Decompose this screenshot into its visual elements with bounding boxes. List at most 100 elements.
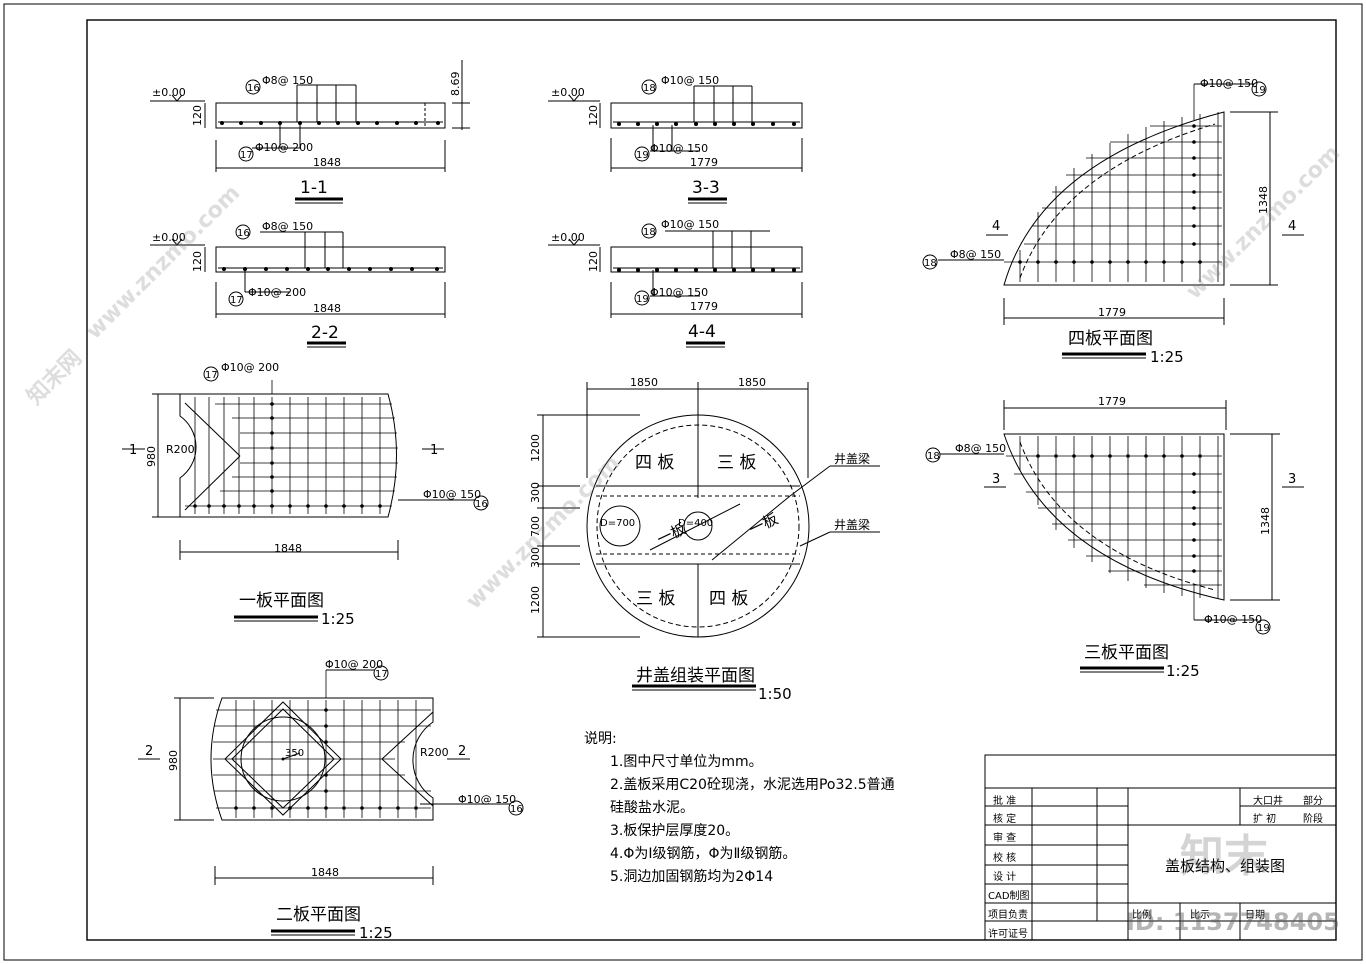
plan-4-outline xyxy=(1003,111,1225,286)
plan-4-scale: 1:25 xyxy=(1150,348,1184,366)
notes-heading: 说明: xyxy=(584,731,617,747)
plan-3-mark-l: 3 xyxy=(992,472,1000,487)
s11-bar-bot: Φ10@ 200 xyxy=(255,141,313,154)
s33-bar-bot: Φ10@ 150 xyxy=(650,142,708,155)
s33-h: 120 xyxy=(587,105,600,126)
s44-h: 120 xyxy=(587,251,600,272)
note-4: 4.Φ为Ⅰ级钢筋，Φ为Ⅱ级钢筋。 xyxy=(610,846,797,862)
plan-1-scale: 1:25 xyxy=(321,610,355,628)
plan-3-h: 1348 xyxy=(1259,507,1272,535)
assembly-label-q3b: 三 板 xyxy=(636,589,675,609)
plan-3-dims xyxy=(925,400,1304,673)
plan-1-rebar-dots xyxy=(193,402,382,508)
plan-1-outline xyxy=(179,393,397,518)
s33-width: 1779 xyxy=(690,156,718,169)
plan-4-dims xyxy=(922,81,1304,359)
assembly-scale: 1:50 xyxy=(758,685,792,703)
assembly-title: 井盖组装平面图 xyxy=(636,666,755,686)
assembly-label-q4a: 四 板 xyxy=(635,453,674,473)
plan-3-mark-r: 3 xyxy=(1288,472,1296,487)
title-block: 批 准 核 定 审 查 校 核 设 计 CAD制图 项目负责 许可证号 大口井 … xyxy=(985,755,1336,940)
assembly-label-d400: D=400 xyxy=(678,518,713,529)
plan-4-bar-b: Φ8@ 150 xyxy=(950,248,1001,261)
s11-h: 120 xyxy=(191,105,204,126)
assembly-beam-1: 井盖梁 xyxy=(834,451,870,466)
outer-border xyxy=(3,3,1363,961)
plan-2-grid xyxy=(213,670,431,818)
plan-2-w: 1848 xyxy=(311,866,339,879)
inner-border xyxy=(86,19,1337,941)
s44-width: 1779 xyxy=(690,300,718,313)
plan-4-title: 四板平面图 xyxy=(1068,329,1153,349)
plan-4-mark-r: 4 xyxy=(1288,219,1296,234)
assembly-label-q4b: 四 板 xyxy=(709,589,748,609)
assembly-beam-2: 井盖梁 xyxy=(834,517,870,532)
plan-1-mark-l: 1 xyxy=(129,443,137,458)
tb-stage-b: 阶段 xyxy=(1303,814,1323,825)
s44-bar-bot: Φ10@ 150 xyxy=(650,286,708,299)
plan-2-h: 980 xyxy=(167,750,180,771)
tb-stage-a: 扩 初 xyxy=(1253,814,1277,825)
plan-4-circle-a: 19 xyxy=(1253,85,1266,96)
notes-block: 说明: 1.图中尺寸单位为mm。 2.盖板采用C20砼现浇，水泥选用Po32.5… xyxy=(584,728,964,889)
s11-level: ±0.00 xyxy=(152,86,186,99)
assembly-dim-left-5: 1200 xyxy=(529,586,542,614)
s33-bar-top: Φ10@ 150 xyxy=(661,74,719,87)
plan-3-scale: 1:25 xyxy=(1166,662,1200,680)
section-3-3 xyxy=(548,79,803,204)
plan-3-grid xyxy=(1006,436,1222,620)
s33-circle-bot: 19 xyxy=(636,150,649,161)
plan-2-mark-r: 2 xyxy=(458,744,466,759)
plan-1-grid xyxy=(185,380,398,514)
plan-4-rebar-dots xyxy=(1018,124,1202,264)
plan-2-bar-a: Φ10@ 200 xyxy=(325,658,383,671)
assembly-dim-top-1: 1850 xyxy=(630,376,658,389)
plan-2-hole: 350 xyxy=(285,748,304,759)
tb-row-4: 校 核 xyxy=(993,853,1017,864)
plan-2-circle-a: 17 xyxy=(375,669,388,680)
tb-row-2: 核 定 xyxy=(993,814,1017,825)
plan-2-dims xyxy=(138,665,524,936)
s11-width: 1848 xyxy=(313,156,341,169)
plan-3-rebar-dots xyxy=(1036,454,1202,573)
section-1-1 xyxy=(150,60,470,204)
section-4-4 xyxy=(548,223,803,348)
s11-circle-bot: 17 xyxy=(240,150,253,161)
note-3: 3.板保护层厚度20。 xyxy=(610,823,740,839)
plan-1-mark-r: 1 xyxy=(430,443,438,458)
plan-1-r: R200 xyxy=(166,443,195,456)
tb-row-1: 批 准 xyxy=(993,796,1017,807)
note-2: 2.盖板采用C20砼现浇，水泥选用Po32.5普通 xyxy=(610,777,895,793)
assembly-dim-left-2: 300 xyxy=(529,482,542,503)
tb-date-label: 日期 xyxy=(1245,910,1265,921)
s22-bar-bot: Φ10@ 200 xyxy=(248,286,306,299)
s22-circle-top: 16 xyxy=(237,228,250,239)
plan-1-w: 1848 xyxy=(274,542,302,555)
tb-row-6: CAD制图 xyxy=(988,891,1030,902)
plan-2-scale: 1:25 xyxy=(359,924,393,942)
section-2-2 xyxy=(150,224,446,348)
s22-level: ±0.00 xyxy=(152,231,186,244)
tb-row-7: 项目负责 xyxy=(988,910,1028,921)
plan-3-bar-b: Φ10@ 150 xyxy=(1204,613,1262,626)
plan-1-title: 一板平面图 xyxy=(239,591,324,611)
plan-1-circle-a: 17 xyxy=(205,370,218,381)
plan-4-bar-a: Φ10@ 150 xyxy=(1200,77,1258,90)
s22-width: 1848 xyxy=(313,302,341,315)
plan-1-dims xyxy=(122,366,489,622)
s33-level: ±0.00 xyxy=(551,86,585,99)
assembly-dim-left-3: 700 xyxy=(529,516,542,537)
section-4-4-rebar-dots xyxy=(617,268,796,272)
s22-bar-top: Φ8@ 150 xyxy=(262,220,313,233)
plan-3-circle-a: 18 xyxy=(927,451,940,462)
s22-h: 120 xyxy=(191,251,204,272)
tb-project: 大口井 xyxy=(1253,796,1283,807)
plan-3-outline xyxy=(1003,433,1225,601)
plan-4-circle-b: 18 xyxy=(924,258,937,269)
title-block-frame xyxy=(984,754,1337,941)
s11-title: 1-1 xyxy=(300,178,328,198)
note-5: 5.洞边加固钢筋均为2Φ14 xyxy=(610,869,774,885)
plan-2-title: 二板平面图 xyxy=(276,905,361,925)
plan-3-bar-a: Φ8@ 150 xyxy=(955,442,1006,455)
